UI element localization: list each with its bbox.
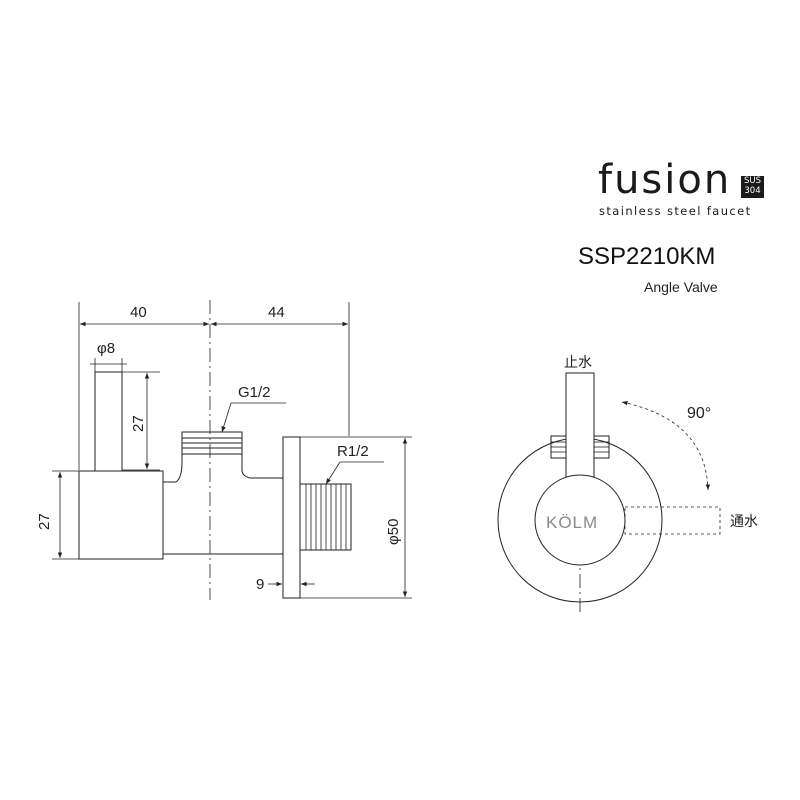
thread-label-top: G1/2 (238, 384, 271, 401)
valve-head (78, 470, 164, 560)
handle-stem (94, 371, 123, 472)
open-position-outline (624, 506, 721, 535)
dim-label-handle-height: 27 (130, 415, 147, 432)
wall-flange (282, 436, 301, 599)
front-view (497, 372, 721, 612)
badge-bottom-text: 304 (744, 186, 761, 196)
model-number: SSP2210KM (578, 243, 716, 270)
side-view (52, 300, 412, 600)
dim-label-handle-dia: φ8 (97, 340, 115, 357)
material-badge: SUS 304 (741, 176, 764, 198)
badge-top-text: SUS (743, 176, 761, 186)
brand-logo-text: fusion (598, 157, 732, 203)
thread-label-outlet: R1/2 (337, 443, 369, 460)
dim-label-44: 44 (268, 304, 285, 321)
kolm-logo: KÖLM (546, 513, 598, 532)
outlet-thread (299, 483, 352, 551)
rotation-angle-label: 90° (687, 405, 711, 422)
handle-lever (565, 372, 595, 484)
product-type: Angle Valve (644, 279, 718, 295)
dim-label-body-height: 27 (36, 513, 53, 530)
dim-label-flange-dia: φ50 (385, 519, 402, 545)
dim-label-flange-thickness: 9 (256, 576, 264, 593)
label-open: 通水 (730, 513, 758, 529)
brand-tagline: stainless steel faucet (599, 204, 752, 218)
dim-label-40: 40 (130, 304, 147, 321)
rotation-arrow (621, 400, 711, 491)
valve-body (163, 453, 283, 483)
label-closed: 止水 (564, 354, 592, 370)
